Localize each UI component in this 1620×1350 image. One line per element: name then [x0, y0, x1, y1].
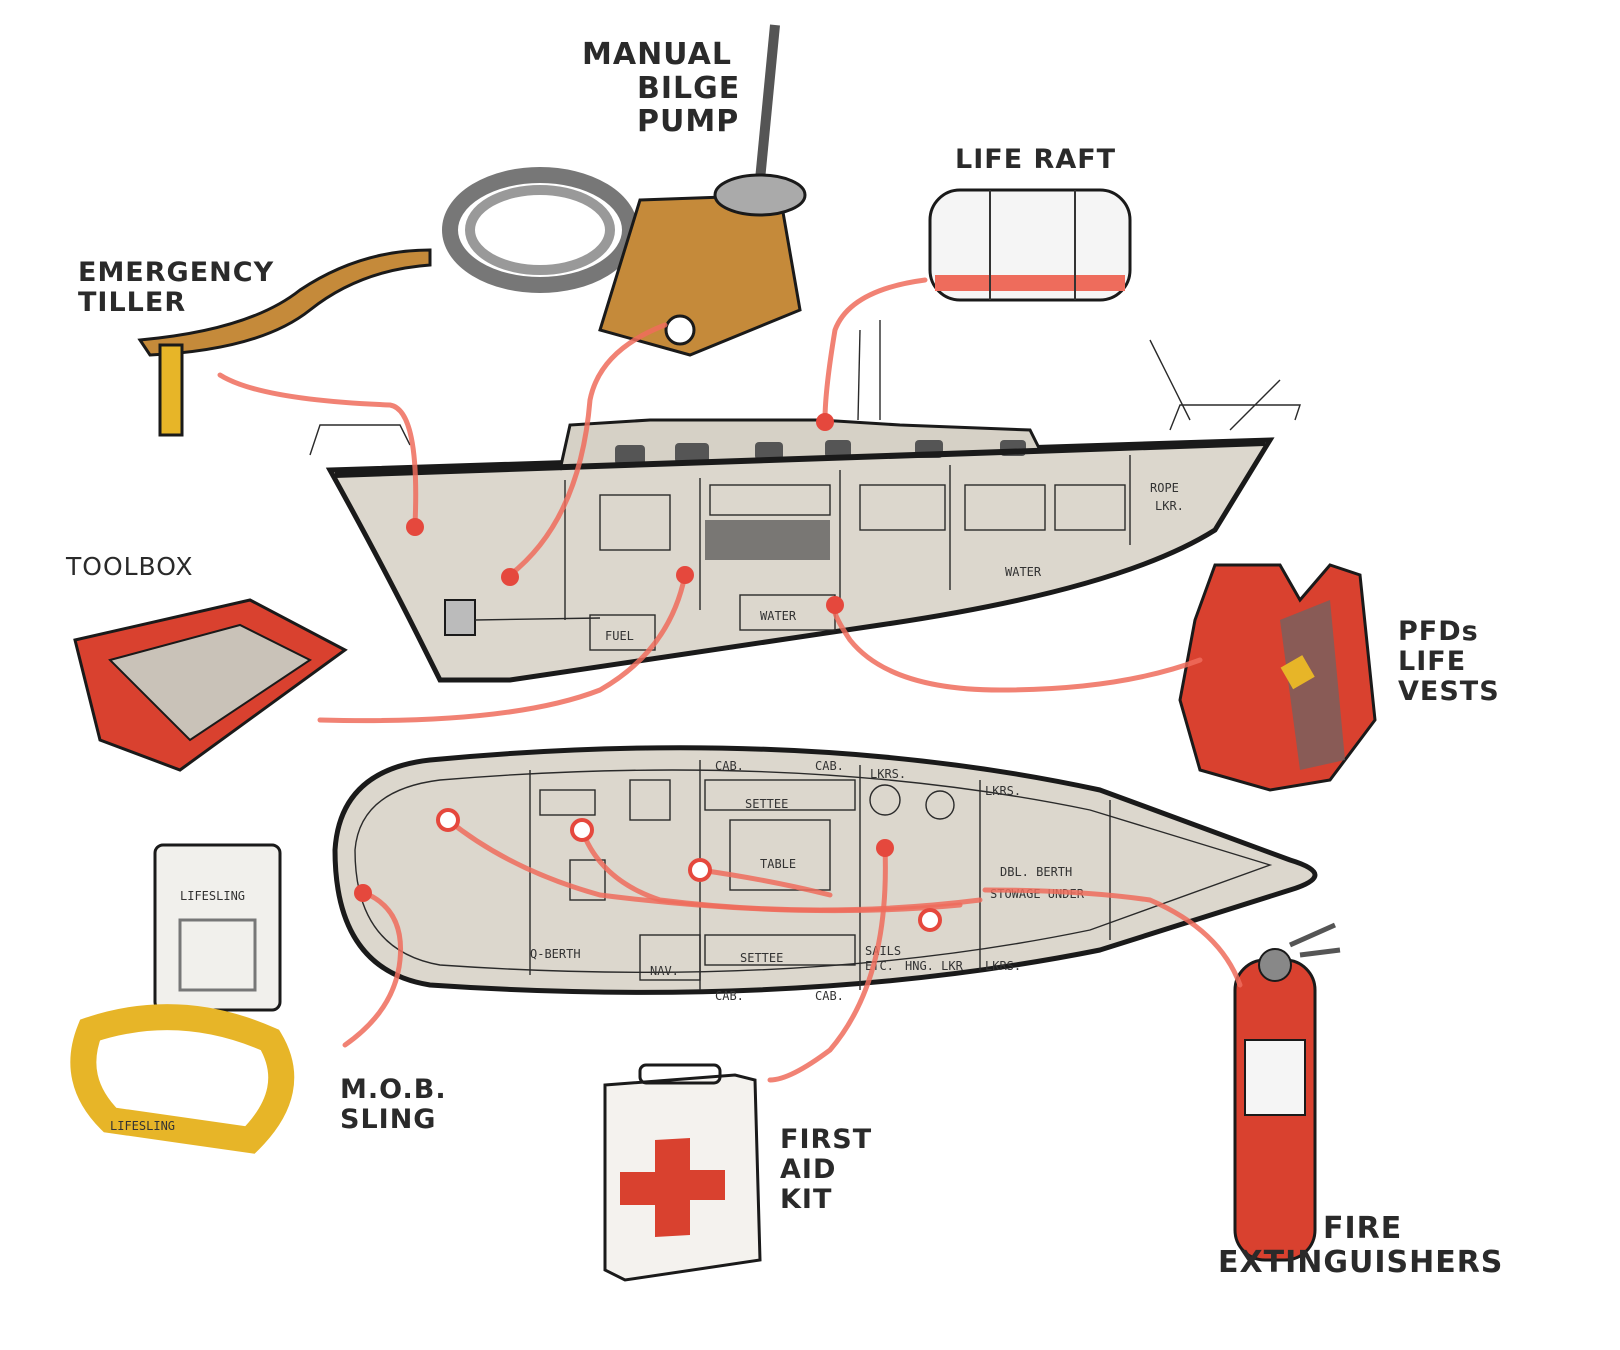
lockers-bottom-label: LKRS. — [985, 959, 1021, 973]
life-vest-sketch — [1178, 563, 1377, 792]
life-raft-label-text: LIFE RAFT — [955, 144, 1117, 175]
bilge-pump-sketch — [442, 24, 807, 357]
lockers-top-label: LKRS. — [870, 767, 906, 781]
rope-locker-label-2: LKR. — [1155, 499, 1184, 513]
manual-bilge-pump-label-line-1: MANUAL — [582, 37, 732, 72]
mob-sling-label-line-1: M.O.B. — [340, 1074, 447, 1105]
first-aid-kit-label-line-2: AID — [780, 1154, 837, 1186]
toolbox-label: TOOLBOX — [66, 553, 193, 581]
pfds-life-vests-label: PFDs LIFE VESTS — [1398, 616, 1500, 708]
emergency-tiller-label-line-2: TILLER — [78, 287, 187, 319]
table-label: TABLE — [760, 857, 796, 871]
pfds-label-line-2: LIFE — [1398, 646, 1467, 678]
water-tank-aft-label: WATER — [760, 609, 797, 623]
pfds-label-line-3: VESTS — [1398, 676, 1500, 708]
manual-bilge-pump-label-line-2: BILGE — [637, 70, 741, 106]
cabinet-bottom-1-label: CAB. — [715, 989, 744, 1003]
emergency-tiller-sketch — [137, 248, 432, 437]
cabinet-top-1-label: CAB. — [715, 759, 744, 773]
pfds-label-line-1: PFDs — [1398, 616, 1479, 647]
settee-top-label: SETTEE — [745, 797, 788, 811]
emergency-tiller-label-line-1: EMERGENCY — [78, 257, 275, 288]
mob-sling-label-line-2: SLING — [340, 1104, 437, 1136]
toolbox-label-text: TOOLBOX — [66, 552, 194, 581]
leader-lines — [217, 277, 1243, 1083]
first-aid-kit-label: FIRST AID KIT — [780, 1124, 873, 1216]
cabinet-top-2-label: CAB. — [815, 759, 844, 773]
fire-extinguishers-label-line-1: FIRE — [1323, 1211, 1403, 1246]
first-aid-kit-sketch — [603, 1063, 762, 1282]
water-tank-forward-label: WATER — [1005, 565, 1042, 579]
boat-deck-plan: SETTEE TABLE DBL. BERTH STOWAGE UNDER Q-… — [332, 745, 1318, 1003]
double-berth-label: DBL. BERTH — [1000, 865, 1072, 879]
lifesling-case-text: LIFESLING — [180, 889, 245, 903]
manual-bilge-pump-label: MANUAL BILGE PUMP — [582, 38, 740, 139]
nav-station-label: NAV. — [650, 964, 679, 978]
rope-locker-label-1: ROPE — [1150, 481, 1179, 495]
life-raft-sketch — [928, 188, 1132, 302]
lifesling-float-text: LIFESLING — [110, 1119, 175, 1133]
fuel-tank-label: FUEL — [605, 629, 634, 643]
emergency-tiller-label: EMERGENCY TILLER — [78, 257, 275, 319]
hanging-locker-label: HNG. LKR — [905, 959, 964, 973]
fire-extinguishers-label-line-2: EXTINGUISHERS — [1218, 1244, 1504, 1280]
lifesling-sketch: LIFESLING LIFESLING — [70, 843, 295, 1154]
boat-profile: ROPE LKR. WATER WATER FUEL — [309, 320, 1301, 683]
toolbox-sketch — [73, 598, 348, 772]
first-aid-kit-label-line-3: KIT — [780, 1184, 833, 1216]
settee-bottom-label: SETTEE — [740, 951, 783, 965]
life-raft-label: LIFE RAFT — [955, 144, 1117, 175]
quarter-berth-label: Q-BERTH — [530, 947, 581, 961]
hull-plan — [332, 745, 1318, 995]
lockers-top-forward-label: LKRS. — [985, 784, 1021, 798]
first-aid-kit-label-line-1: FIRST — [780, 1124, 873, 1155]
sails-label-1: SAILS — [865, 944, 901, 958]
cabinet-bottom-2-label: CAB. — [815, 989, 844, 1003]
manual-bilge-pump-label-line-3: PUMP — [637, 104, 740, 140]
fire-extinguishers-label: FIRE EXTINGUISHERS — [1218, 1212, 1503, 1279]
fire-extinguisher-sketch — [1233, 922, 1341, 1262]
mob-sling-label: M.O.B. SLING — [340, 1074, 447, 1136]
